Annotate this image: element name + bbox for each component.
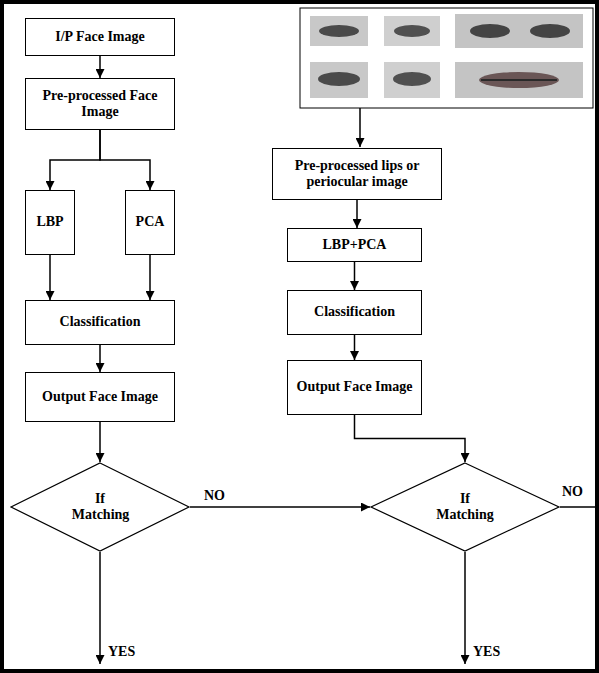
edge-label: NO <box>202 488 227 503</box>
node-text: If Matching <box>72 491 128 523</box>
process-box: Pre-processed Face Image <box>25 78 175 130</box>
process-box: Classification <box>25 300 175 345</box>
flow-arrow <box>49 255 51 300</box>
flow-arrow <box>149 255 151 300</box>
branch-label: NO <box>560 484 585 499</box>
branch-label: YES <box>471 644 502 659</box>
process-box: Classification <box>287 290 422 335</box>
node-text: Classification <box>314 304 395 320</box>
flow-arrow <box>99 345 101 372</box>
flow-arrow <box>50 130 100 190</box>
node-text: Pre-processed Face Image <box>30 88 170 120</box>
flow-arrow <box>355 415 466 462</box>
flow-arrow <box>356 200 358 228</box>
process-box: Output Face Image <box>287 360 422 415</box>
node-text: Output Face Image <box>42 389 158 405</box>
decision-diamond: If Matching <box>10 462 190 552</box>
flow-arrow <box>190 506 370 508</box>
node-text: If Matching <box>435 491 495 523</box>
node-text: LBP <box>36 214 63 230</box>
flow-arrow <box>99 422 101 462</box>
decision-diamond: If Matching <box>370 462 560 552</box>
flow-arrow <box>354 335 356 360</box>
flow-arrow <box>354 262 356 290</box>
process-box: LBP+PCA <box>287 228 422 262</box>
process-box: PCA <box>125 190 175 255</box>
face-parts-picture <box>300 8 593 108</box>
node-text: Classification <box>60 314 141 330</box>
node-text: LBP+PCA <box>323 237 387 253</box>
process-box: Output Face Image <box>25 372 175 422</box>
yes-arrow <box>464 552 466 664</box>
yes-arrow <box>99 552 101 664</box>
node-text: I/P Face Image <box>55 29 144 45</box>
node-text: PCA <box>136 214 165 230</box>
picture-arrow <box>359 108 361 147</box>
no-line <box>560 506 595 508</box>
branch-label: YES <box>106 644 137 659</box>
process-box: LBP <box>25 190 75 255</box>
flow-arrow <box>100 130 150 190</box>
process-box: Pre-processed lips or periocular image <box>272 148 442 200</box>
flow-arrow <box>99 56 101 78</box>
process-box: I/P Face Image <box>25 18 175 56</box>
node-text: Output Face Image <box>297 379 413 395</box>
node-text: Pre-processed lips or periocular image <box>277 158 437 190</box>
